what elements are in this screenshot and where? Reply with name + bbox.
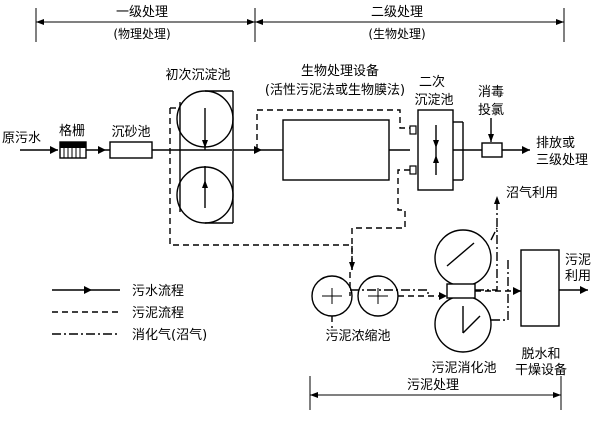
bio-equipment-unit [282,119,390,181]
legend-water: 污水流程 [132,284,184,299]
secondary-clarifier-label-2: 沉淀池 [414,93,453,108]
discharge-label-1: 排放或 [536,136,575,151]
thickener-label: 污泥浓缩池 [325,328,390,344]
disinfection-label-1: 消毒 [478,85,504,100]
sludge-digester-unit [434,229,492,353]
digester-label: 污泥消化池 [431,361,496,376]
discharge-label-2: 三级处理 [536,153,588,168]
grit-chamber-unit [109,141,153,159]
screen-unit [59,141,87,159]
primary-clarifier-unit [176,90,234,224]
secondary-stage-title: 二级处理 [371,5,423,20]
secondary-stage-subtitle: (生物处理) [368,27,425,41]
sludge-line-secondary [351,169,410,270]
secondary-clarifier-unit [409,109,464,191]
dewatering-label-2: 干燥设备 [515,362,567,378]
bio-equipment-note: (活性污泥法或生物膜法) [265,83,405,98]
grit-chamber-label: 沉砂池 [111,125,150,140]
legend-sludge: 污泥流程 [132,306,184,321]
sludge-use-label-1: 污泥 [565,253,591,268]
biogas-line [475,200,498,291]
secondary-clarifier-label-1: 二次 [419,74,445,90]
screen-label: 格栅 [59,123,85,139]
stage-bracket-primary [35,8,255,42]
legend: 污水流程 污泥流程 消化气(沼气) [52,284,207,343]
dewatering-label-1: 脱水和 [521,347,560,362]
disinfection-label-2: 投氯 [478,102,504,118]
stage-bracket-secondary [254,8,565,42]
sludge-thickener-unit [311,272,399,328]
sludge-line-primary [169,108,353,270]
primary-stage-title: 一级处理 [116,5,168,20]
primary-stage-subtitle: (物理处理) [113,27,170,41]
sludge-use-label-2: 利用 [565,269,591,284]
raw-water-label: 原污水 [2,131,41,146]
sludge-stage-title: 污泥处理 [407,378,459,393]
disinfection-unit [481,142,503,158]
primary-clarifier-label: 初次沉淀池 [165,67,230,83]
dewatering-unit [520,249,560,327]
return-sludge-line [256,109,410,150]
biogas-use-label: 沼气利用 [506,185,558,201]
stage-bracket-sludge [309,376,562,410]
bio-equipment-label: 生物处理设备 [301,63,379,79]
legend-biogas: 消化气(沼气) [132,327,207,343]
